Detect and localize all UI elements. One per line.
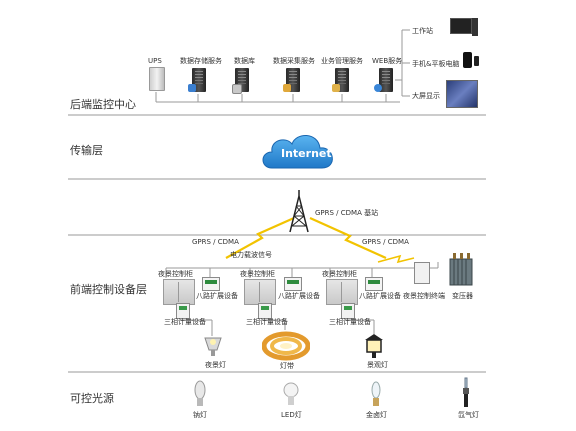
cabinet-label-1: 夜景控制柜 [158, 270, 193, 278]
workstation-tower-icon [472, 18, 478, 36]
meter-icon-1 [176, 303, 190, 319]
link-right-label: GPRS / CDMA [362, 238, 409, 246]
meter-label-1: 三相计量设备 [164, 318, 206, 326]
tablet-icon [463, 52, 472, 68]
cabinet-icon-2 [244, 279, 276, 305]
transformer-label: 变压器 [452, 292, 473, 300]
layer-lights-label: 可控光源 [70, 392, 114, 405]
cabinet-icon-3 [326, 279, 358, 305]
extension-label-3: 八路扩展设备 [359, 292, 401, 300]
spotlight-icon [204, 337, 222, 356]
led-bulb-icon [283, 382, 299, 405]
meter-icon-2 [258, 303, 272, 319]
web-label: WEB服务 [372, 57, 403, 65]
garden-lamp-icon [365, 334, 383, 358]
link-left-label: GPRS / CDMA [192, 238, 239, 246]
extension-device-icon-2 [284, 277, 302, 291]
meter-label-2: 三相计量设备 [246, 318, 288, 326]
signal-terminal [377, 254, 415, 264]
screen-label: 大屏显示 [412, 92, 440, 100]
storage-label: 数据存储服务 [180, 57, 222, 65]
database-badge-icon [232, 84, 242, 94]
led-strip-label: 灯带 [280, 362, 294, 370]
business-badge-icon [332, 84, 340, 92]
layer-frontend-label: 前端控制设备层 [70, 283, 147, 296]
layer-transport-label: 传输层 [70, 144, 103, 157]
terminal-icon [414, 262, 430, 284]
collection-label: 数据采集服务 [273, 57, 315, 65]
signal-left [225, 216, 295, 259]
collection-badge-icon [283, 84, 291, 92]
video-wall-icon [446, 80, 478, 108]
cabinet-icon-1 [163, 279, 195, 305]
terminal-label: 夜景控制终端 [403, 292, 445, 300]
spotlight-label: 夜景灯 [205, 361, 226, 369]
web-server-icon [379, 68, 393, 92]
plc-label: 电力载波信号 [230, 251, 272, 259]
extension-device-icon-1 [202, 277, 220, 291]
workstation-label: 工作站 [412, 27, 433, 35]
cloud-label: Internet [281, 147, 332, 160]
ups-icon [149, 67, 165, 91]
cloud-icon [262, 135, 333, 169]
xenon-lamp-icon [463, 377, 469, 407]
layer-backend-label: 后端监控中心 [70, 98, 136, 111]
business-label: 业务管理服务 [321, 57, 363, 65]
extension-label-1: 八路扩展设备 [196, 292, 238, 300]
web-globe-icon [374, 84, 382, 92]
signal-right [309, 216, 387, 260]
led-strip-icon [262, 331, 310, 361]
extension-device-icon-3 [365, 277, 383, 291]
metal-halide-label: 金卤灯 [366, 411, 387, 419]
base-station-label: GPRS / CDMA 基站 [315, 209, 379, 217]
ups-label: UPS [148, 57, 162, 65]
cabinet-label-3: 夜景控制柜 [322, 270, 357, 278]
extension-label-2: 八路扩展设备 [278, 292, 320, 300]
sodium-lamp-label: 钠灯 [193, 411, 207, 419]
sodium-lamp-icon [194, 380, 206, 406]
cabinet-label-2: 夜景控制柜 [240, 270, 275, 278]
cell-tower-icon [289, 190, 309, 233]
meter-icon-3 [341, 303, 355, 319]
xenon-lamp-label: 氙气灯 [458, 411, 479, 419]
meter-label-3: 三相计量设备 [329, 318, 371, 326]
transformer-icon [449, 253, 473, 286]
database-label: 数据库 [234, 57, 255, 65]
storage-badge-icon [188, 84, 196, 92]
phone-icon [474, 56, 479, 66]
workstation-monitor-icon [450, 18, 472, 34]
garden-lamp-label: 景观灯 [367, 361, 388, 369]
mobile-label: 手机&平板电脑 [412, 60, 460, 68]
led-bulb-label: LED灯 [281, 411, 302, 419]
metal-halide-icon [371, 381, 381, 406]
